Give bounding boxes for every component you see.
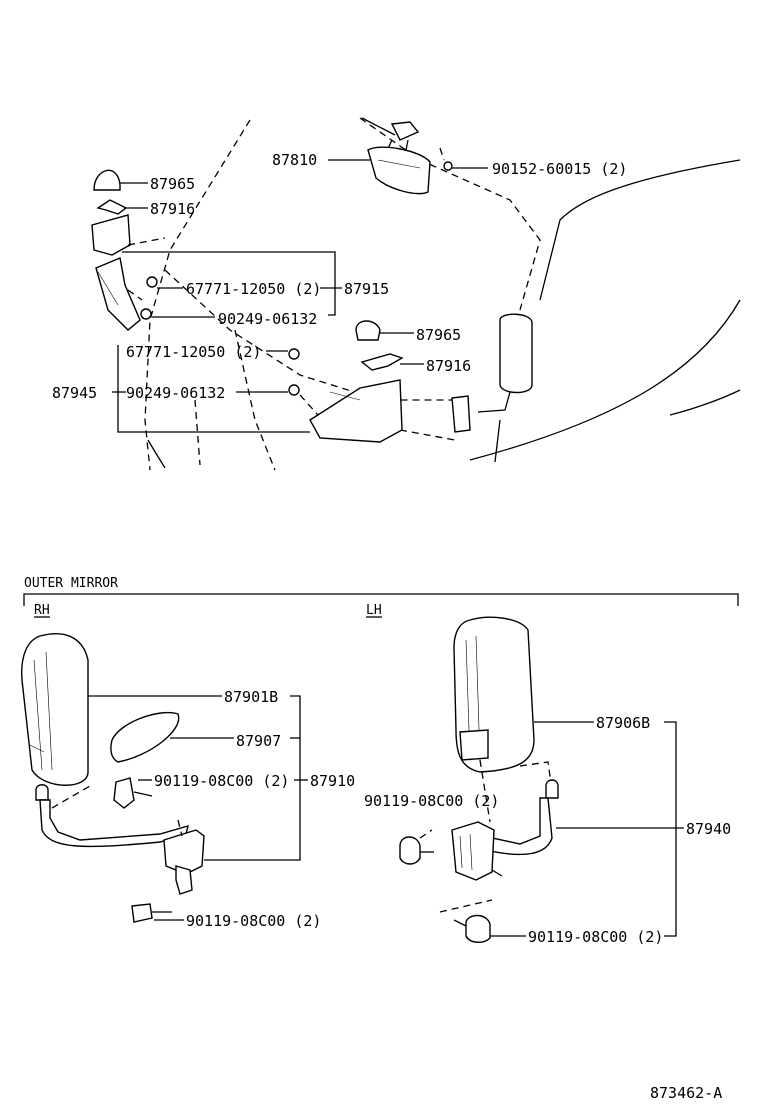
inner-mirror-87810 bbox=[361, 117, 453, 195]
label-87940: 87940 bbox=[686, 820, 731, 838]
label-90249-06132-b: 90249-06132 bbox=[126, 384, 225, 402]
label-87965-a: 87965 bbox=[150, 175, 195, 193]
label-67771-12050-a: 67771-12050 (2) bbox=[186, 280, 321, 298]
label-90119-08c00-lh-a: 90119-08C00 (2) bbox=[364, 792, 499, 810]
label-90119-08c00-lh-b: 90119-08C00 (2) bbox=[528, 928, 663, 946]
label-87916-b: 87916 bbox=[426, 357, 471, 375]
body-outer-mirror bbox=[451, 313, 533, 433]
label-90119-08c00-rh-a: 90119-08C00 (2) bbox=[154, 772, 289, 790]
label-87810: 87810 bbox=[272, 151, 317, 169]
label-87906b: 87906B bbox=[596, 714, 650, 732]
label-87901b: 87901B bbox=[224, 688, 278, 706]
label-87916-a: 87916 bbox=[150, 200, 195, 218]
label-87965-b: 87965 bbox=[416, 326, 461, 344]
diagram-ref-id: 873462-A bbox=[650, 1084, 722, 1102]
label-90249-06132-a: 90249-06132 bbox=[218, 310, 317, 328]
lh-mirror-assembly bbox=[399, 616, 559, 943]
label-90152-60015: 90152-60015 (2) bbox=[492, 160, 627, 178]
label-67771-12050-b: 67771-12050 (2) bbox=[126, 343, 261, 361]
label-90119-08c00-rh-b: 90119-08C00 (2) bbox=[186, 912, 321, 930]
left-small-parts bbox=[91, 169, 166, 331]
side-label-rh: RH bbox=[34, 603, 50, 618]
section-title: OUTER MIRROR bbox=[24, 576, 118, 591]
right-small-parts bbox=[288, 320, 404, 443]
label-87907: 87907 bbox=[236, 732, 281, 750]
rh-mirror-assembly bbox=[21, 633, 205, 923]
vehicle-body-outline bbox=[144, 117, 741, 471]
label-87915: 87915 bbox=[344, 280, 389, 298]
label-87945: 87945 bbox=[52, 384, 97, 402]
label-87910: 87910 bbox=[310, 772, 355, 790]
side-label-lh: LH bbox=[366, 603, 382, 618]
